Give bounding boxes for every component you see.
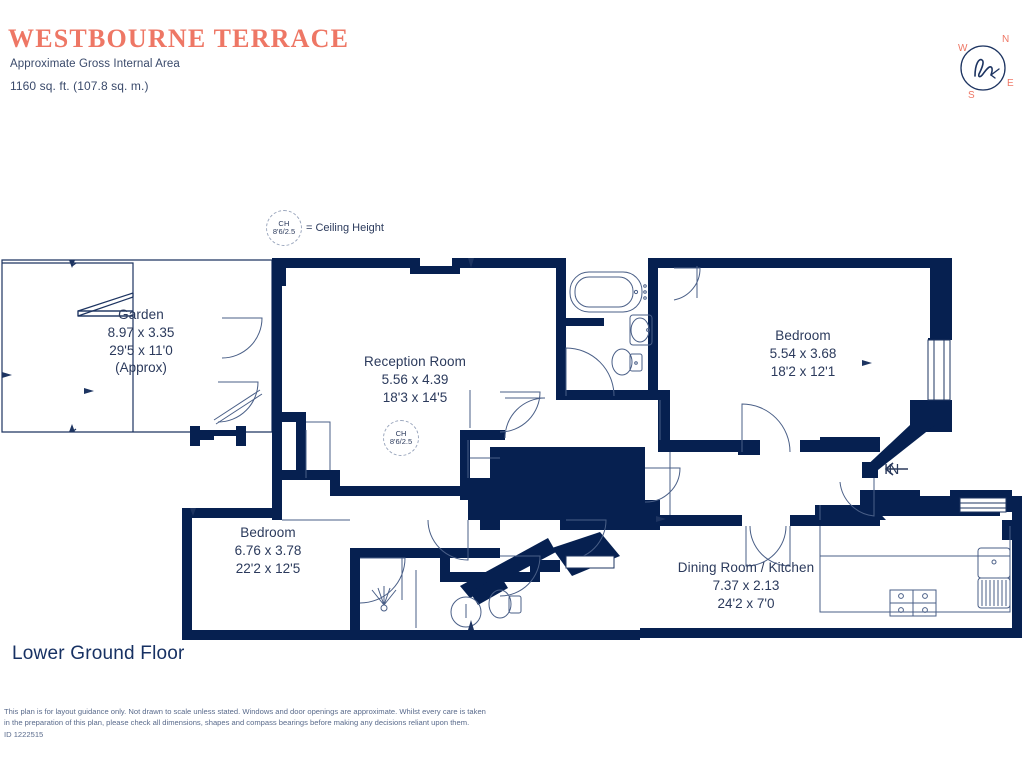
door-swing-arc: [745, 525, 787, 567]
door-swing-arc: [499, 555, 541, 597]
door-swing-arc: [221, 317, 263, 359]
door-swing-arc: [644, 467, 681, 503]
room-metric-dimensions: 8.97 x 3.35: [107, 324, 175, 340]
compass-rose: N E S W: [948, 26, 1018, 106]
entrance-marker: IN: [884, 461, 900, 478]
sink-icon: [450, 596, 482, 628]
room-imperial-dimensions: 18'3 x 14'5: [382, 389, 448, 405]
door-swing-arc: [499, 391, 541, 433]
room-name: Dining Room / Kitchen: [677, 560, 815, 575]
room-name: Bedroom: [775, 328, 831, 343]
area-value: 1160 sq. ft. (107.8 sq. m.): [10, 79, 149, 93]
ceiling-height-legend: CH 8'6/2.5 = Ceiling Height: [266, 210, 384, 246]
garden-dimension-ticks: [2, 260, 75, 432]
compass-south-label: S: [968, 90, 975, 101]
room-imperial-dimensions: 18'2 x 12'1: [770, 363, 836, 379]
ch-label: CH: [278, 219, 290, 229]
entrance-label: IN: [884, 461, 900, 478]
room-metric-dimensions: 7.37 x 2.13: [712, 577, 780, 593]
room-imperial-dimensions: 24'2 x 7'0: [717, 595, 775, 611]
area-subtitle: Approximate Gross Internal Area: [10, 58, 180, 70]
toilet-icon: [488, 589, 512, 619]
room-name: Reception Room: [364, 354, 466, 369]
room-label-reception-room: Reception Room 5.56 x 4.39 18'3 x 14'5: [320, 353, 510, 406]
fixtures-and-thin-lines: [213, 266, 1011, 628]
compass-north-label: N: [1002, 34, 1009, 45]
plan-id: ID 1222515: [4, 730, 44, 739]
room-note: (Approx): [115, 360, 167, 376]
room-imperial-dimensions: 29'5 x 11'0: [109, 342, 173, 358]
disclaimer: This plan is for layout guidance only. N…: [4, 706, 624, 740]
room-label-garden: Garden 8.97 x 3.35 29'5 x 11'0 (Approx): [76, 306, 206, 377]
floor-caption: Lower Ground Floor: [12, 643, 185, 664]
room-name: Garden: [118, 307, 164, 322]
door-swing-arc: [839, 478, 875, 517]
room-name: Bedroom: [240, 525, 296, 540]
door-swing-arc: [749, 525, 791, 567]
door-swing-arc: [359, 557, 406, 604]
door-swing-arc: [673, 267, 701, 301]
room-metric-dimensions: 5.56 x 4.39: [381, 371, 449, 387]
page-title: WESTBOURNE TERRACE: [8, 24, 350, 53]
header: WESTBOURNE TERRACE Approximate Gross Int…: [8, 24, 608, 94]
compass-west-label: W: [958, 43, 968, 54]
room-label-bedroom-right: Bedroom 5.54 x 3.68 18'2 x 12'1: [738, 327, 868, 380]
room-imperial-dimensions: 22'2 x 12'5: [235, 560, 301, 576]
window: [927, 339, 951, 401]
shower-icon: [371, 586, 397, 612]
window: [959, 497, 1007, 513]
disclaimer-line-2: in the preparation of this plan, please …: [4, 718, 470, 727]
wall-structure: [182, 258, 1022, 640]
room-label-dining-kitchen: Dining Room / Kitchen 7.37 x 2.13 24'2 x…: [660, 559, 832, 612]
room-label-bedroom-left: Bedroom 6.76 x 3.78 22'2 x 12'5: [202, 524, 334, 577]
entrance-arrow-icon: [884, 462, 908, 476]
room-metric-dimensions: 6.76 x 3.78: [234, 542, 302, 558]
door-swing-arc: [741, 403, 791, 453]
kitchen-sink-icon: [977, 547, 1011, 579]
sink-icon: [629, 314, 653, 346]
ch-label: CH: [395, 429, 407, 439]
toilet-icon: [611, 348, 633, 376]
ch-value: 8'6/2.5: [389, 437, 413, 446]
ch-value: 8'6/2.5: [272, 227, 296, 236]
window: [565, 555, 615, 569]
dimension-ticks: [84, 258, 872, 630]
ceiling-height-legend-text: = Ceiling Height: [306, 222, 384, 234]
room-metric-dimensions: 5.54 x 3.68: [769, 345, 837, 361]
bathtub-icon: [569, 271, 643, 313]
ceiling-height-badge-reception: CH 8'6/2.5: [383, 420, 419, 456]
ceiling-height-badge: CH 8'6/2.5: [266, 210, 302, 246]
windows: [565, 339, 1007, 569]
compass-east-label: E: [1007, 78, 1014, 89]
door-swing-arc: [565, 347, 615, 397]
door-swing-arc: [217, 381, 259, 423]
disclaimer-line-1: This plan is for layout guidance only. N…: [4, 707, 486, 716]
door-swing-arc: [427, 519, 469, 561]
